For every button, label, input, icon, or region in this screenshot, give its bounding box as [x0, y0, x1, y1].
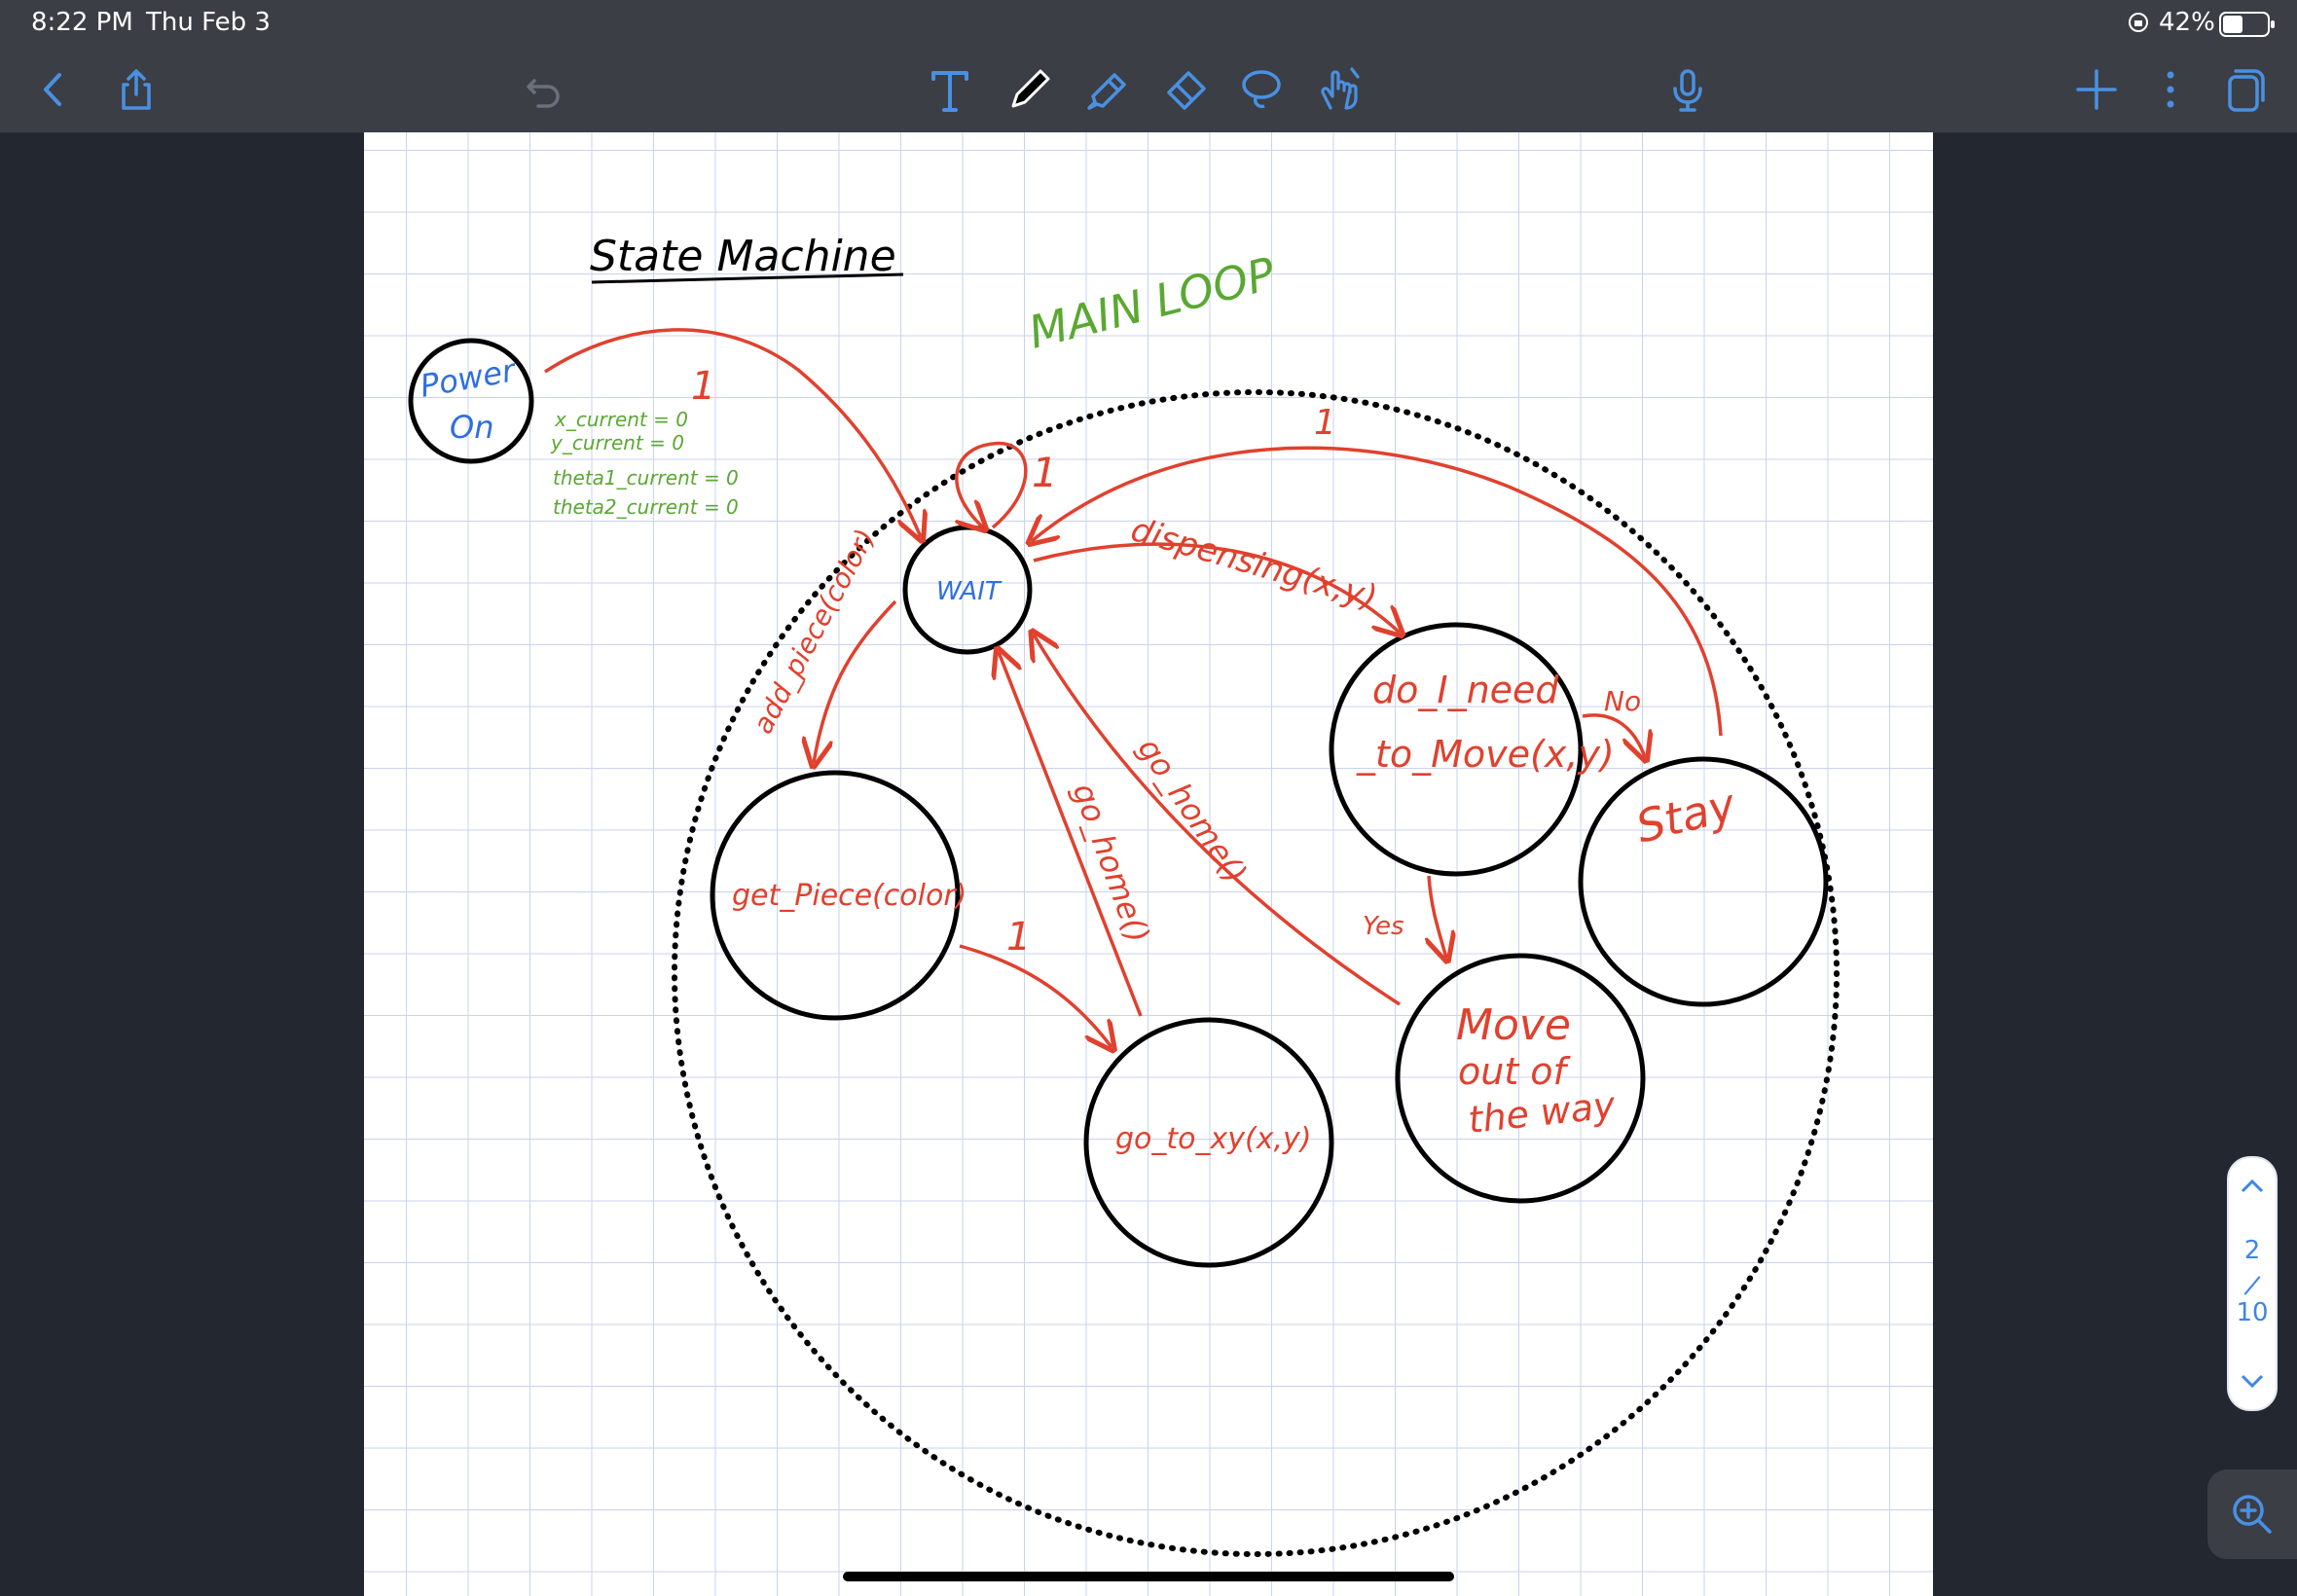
orientation-lock-icon: [2129, 13, 2148, 32]
status-date: Thu Feb 3: [146, 8, 271, 37]
page-separator: [2243, 1276, 2261, 1295]
toolbar: [0, 47, 2297, 133]
battery-icon: [2219, 12, 2275, 37]
chevron-up-icon[interactable]: [2229, 1168, 2276, 1203]
lasso-icon[interactable]: [1230, 58, 1293, 121]
battery-percent: 42%: [2159, 8, 2215, 37]
pages-icon[interactable]: [2211, 58, 2274, 121]
page-navigator: 2 10: [2227, 1156, 2278, 1411]
highlighter-icon[interactable]: [1076, 58, 1139, 121]
more-icon[interactable]: [2139, 58, 2202, 121]
add-icon[interactable]: [2065, 58, 2128, 121]
pen-icon[interactable]: [999, 58, 1061, 121]
note-page[interactable]: [364, 132, 1933, 1596]
total-pages: 10: [2236, 1298, 2269, 1327]
microphone-icon[interactable]: [1657, 58, 1719, 121]
zoom-in-icon: [2233, 1495, 2272, 1534]
status-time: 8:22 PM: [31, 8, 133, 37]
eraser-icon[interactable]: [1154, 58, 1217, 121]
status-bar: 8:22 PM Thu Feb 3 42%: [0, 0, 2297, 47]
undo-icon[interactable]: [512, 58, 574, 121]
hand-pointer-icon[interactable]: [1308, 58, 1370, 121]
text-tool-icon[interactable]: [919, 58, 981, 121]
zoom-button[interactable]: [2207, 1469, 2297, 1559]
current-page: 2: [2243, 1236, 2261, 1265]
home-indicator: [843, 1572, 1454, 1581]
share-icon[interactable]: [105, 58, 167, 121]
chevron-down-icon[interactable]: [2229, 1364, 2276, 1399]
back-icon[interactable]: [21, 58, 84, 121]
